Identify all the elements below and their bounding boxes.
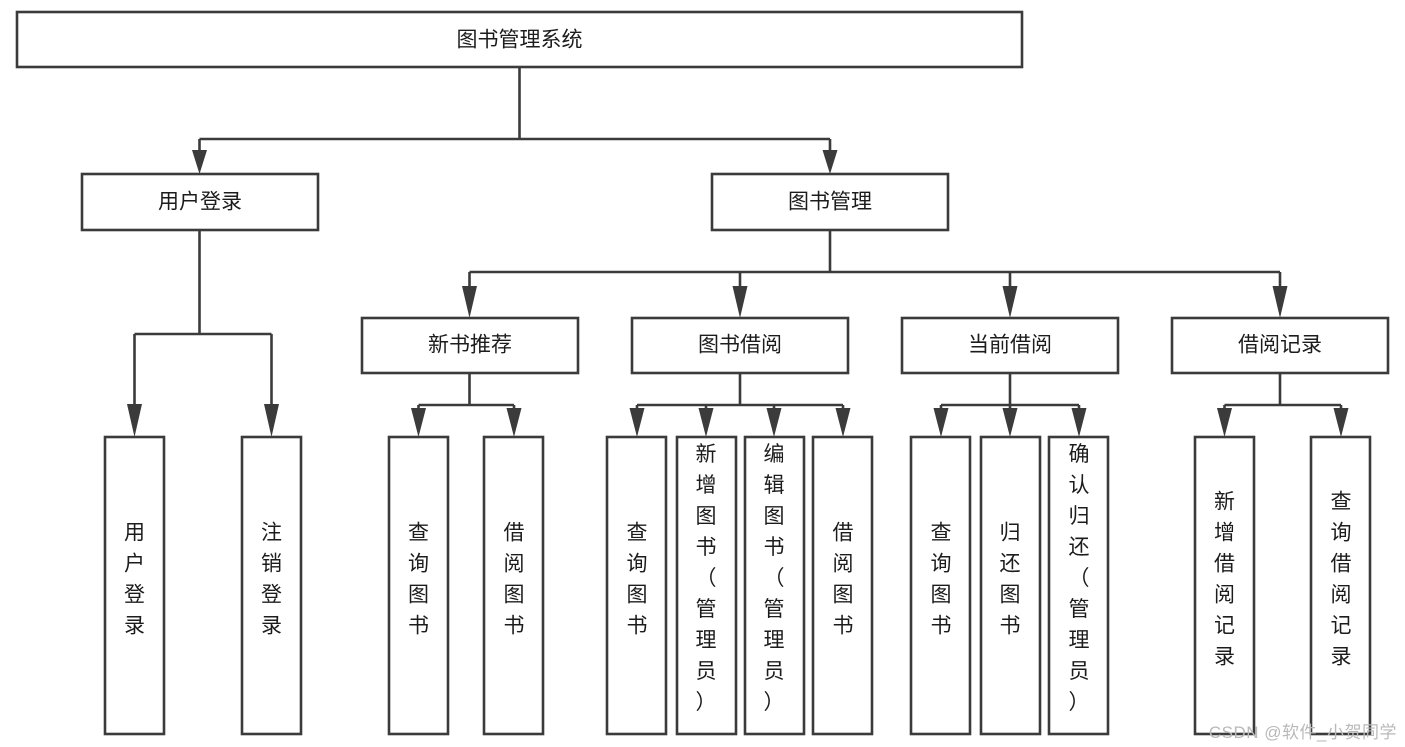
arrow-head-leaf-add-book [698, 408, 714, 437]
leaf-query-record-box [1309, 435, 1372, 736]
node-current-borrow-label: 当前借阅 [968, 334, 1052, 357]
leaf-return-book-label: 归还图书 [1000, 522, 1021, 638]
node-user-login-label: 用户登录 [158, 191, 242, 214]
node-book-management[interactable]: 图书管理 [710, 172, 950, 232]
leaf-add-record-label: 新增借阅记录 [1214, 491, 1235, 669]
leaf-user-login[interactable]: 用户登录 [103, 435, 166, 736]
csdn-watermark: CSDN @软件_小贺同学 [1208, 723, 1397, 742]
node-book-borrow-box [630, 316, 850, 375]
node-current-borrow[interactable]: 当前借阅 [900, 316, 1120, 375]
leaf-query-book-2-label: 查询图书 [627, 522, 648, 638]
leaf-user-logout-label: 注销登录 [261, 522, 282, 638]
arrow-head-leaf-user-login [127, 404, 142, 437]
node-new-book-recommend[interactable]: 新书推荐 [360, 316, 580, 375]
arrow-head-leaf-query-record [1333, 408, 1349, 437]
node-new-book-recommend-box [360, 316, 580, 375]
leaf-query-book-3-box [909, 435, 972, 736]
leaf-return-book-box [979, 435, 1042, 736]
arrow-head-leaf-add-record [1217, 408, 1232, 437]
leaf-add-record-box [1193, 435, 1256, 736]
node-user-login[interactable]: 用户登录 [80, 172, 320, 232]
leaf-query-record[interactable]: 查询借阅记录 [1309, 435, 1372, 736]
arrow-head-new-book-recommend [462, 286, 477, 318]
arrow-head-current-borrow [1002, 286, 1018, 318]
connector-layer [127, 67, 1349, 437]
leaf-add-record[interactable]: 新增借阅记录 [1193, 435, 1256, 736]
arrow-head-leaf-query-book-3 [933, 408, 949, 437]
leaf-edit-book[interactable]: 编辑图书（管理员） [743, 435, 806, 736]
node-book-management-label: 图书管理 [788, 191, 872, 214]
leaf-borrow-book-1-label: 借阅图书 [504, 522, 525, 638]
leaf-borrow-book-1-box [482, 435, 545, 736]
leaf-query-record-label: 查询借阅记录 [1331, 491, 1352, 669]
leaf-confirm-return-box [1047, 435, 1110, 736]
arrow-head-user-login [192, 150, 207, 174]
node-book-borrow-label: 图书借阅 [698, 334, 782, 357]
node-root[interactable]: 图书管理系统 [15, 10, 1024, 69]
arrow-head-leaf-user-logout [264, 404, 279, 437]
leaf-query-book-1-box [387, 435, 450, 736]
node-borrow-record-label: 借阅记录 [1238, 334, 1322, 357]
leaf-add-book-box [675, 435, 738, 736]
leaf-query-book-1[interactable]: 查询图书 [387, 435, 450, 736]
leaf-return-book[interactable]: 归还图书 [979, 435, 1042, 736]
leaf-query-book-1-label: 查询图书 [408, 522, 429, 638]
leaf-borrow-book-2-box [811, 435, 874, 736]
leaf-borrow-book-2-label: 借阅图书 [833, 522, 854, 638]
leaf-add-book[interactable]: 新增图书（管理员） [675, 435, 738, 736]
arrow-head-leaf-confirm-return [1071, 408, 1087, 437]
leaf-edit-book-box [743, 435, 806, 736]
arrow-head-leaf-borrow-book-2 [835, 408, 851, 437]
arrow-head-leaf-query-book-2 [629, 408, 645, 437]
leaf-add-book-label: 新增图书（管理员） [696, 443, 717, 714]
arrow-head-book-borrow [732, 286, 748, 318]
leaf-query-book-3[interactable]: 查询图书 [909, 435, 972, 736]
leaf-query-book-3-label: 查询图书 [931, 522, 952, 638]
leaf-edit-book-label: 编辑图书（管理员） [764, 443, 785, 714]
leaf-user-logout[interactable]: 注销登录 [240, 435, 303, 736]
arrow-head-borrow-record [1272, 286, 1288, 318]
node-root-box [15, 10, 1024, 69]
leaf-user-logout-box [240, 435, 303, 736]
leaf-confirm-return-label: 确认归还（管理员） [1069, 443, 1090, 714]
arrow-head-leaf-borrow-book-1 [506, 408, 522, 437]
node-current-borrow-box [900, 316, 1120, 375]
leaf-borrow-book-1[interactable]: 借阅图书 [482, 435, 545, 736]
node-book-management-box [710, 172, 950, 232]
leaf-confirm-return[interactable]: 确认归还（管理员） [1047, 435, 1110, 736]
leaf-query-book-2[interactable]: 查询图书 [605, 435, 668, 736]
node-new-book-recommend-label: 新书推荐 [428, 334, 512, 357]
arrow-head-leaf-edit-book [766, 408, 782, 437]
node-book-borrow[interactable]: 图书借阅 [630, 316, 850, 375]
leaf-query-book-2-box [605, 435, 668, 736]
leaf-user-login-box [103, 435, 166, 736]
arrow-head-leaf-query-book-1 [411, 408, 426, 437]
node-root-label: 图书管理系统 [457, 29, 583, 52]
arrow-head-book-management [822, 150, 838, 174]
arrow-head-leaf-return-book [1002, 408, 1018, 437]
node-borrow-record[interactable]: 借阅记录 [1170, 316, 1390, 375]
leaf-borrow-book-2[interactable]: 借阅图书 [811, 435, 874, 736]
leaf-user-login-label: 用户登录 [124, 522, 145, 638]
node-user-login-box [80, 172, 320, 232]
node-borrow-record-box [1170, 316, 1390, 375]
